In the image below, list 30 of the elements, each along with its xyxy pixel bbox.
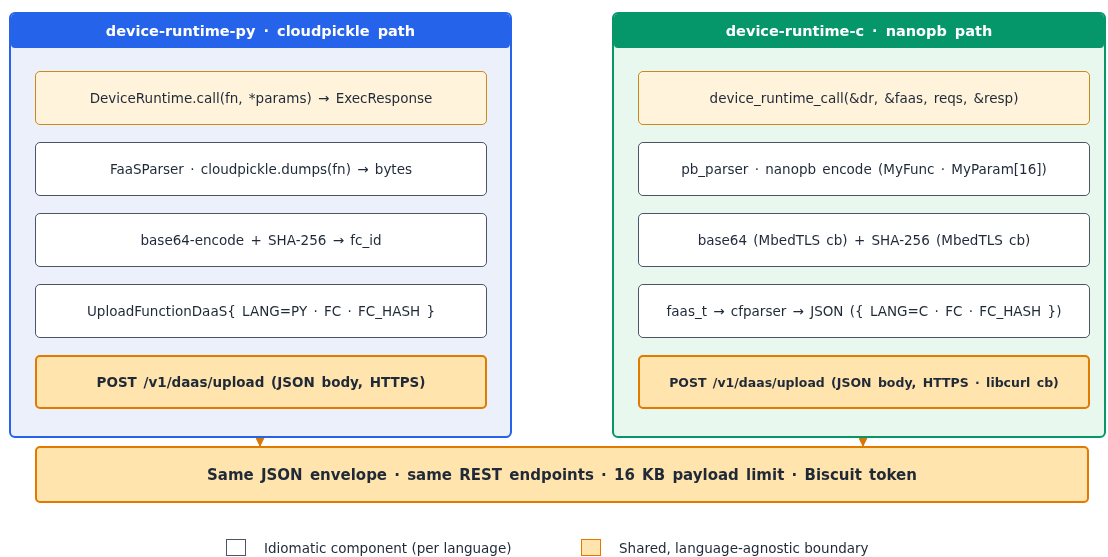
component-box [35,142,487,196]
box-text: FaaSParser · cloudpickle.dumps(fn) → bytes [109,161,412,177]
box-text: POST /v1/daas/upload (JSON body, HTTPS) [96,374,426,390]
panel-header: device-runtime-py · cloudpickle path [11,14,510,48]
language-panel [9,12,512,438]
panel-header: device-runtime-c · nanopb path [614,14,1104,48]
box-text: Same JSON envelope · same REST endpoints · 16 KB payload limit · Biscuit token [207,465,917,484]
box-text: DeviceRuntime.call(fn, *params) → ExecResponse [89,90,433,106]
component-box [638,142,1090,196]
component-box [638,284,1090,338]
language-panel [612,12,1106,438]
box-text: UploadFunctionDaaS{ LANG=PY · FC · FC_HASH } [87,303,435,319]
boundary-box [638,355,1090,409]
component-box [35,213,487,267]
box-text: device_runtime_call(&dr, &faas, reqs, &resp) [709,90,1019,106]
box-text: faas_t → cfparser → JSON ({ LANG=C · FC · FC_HASH }) [666,303,1062,319]
box-text: base64-encode + SHA-256 → fc_id [140,232,382,248]
legend-text: Shared, language-agnostic boundary [619,539,869,556]
arrow [255,437,265,447]
legend-text: Idiomatic component (per language) [264,539,512,556]
entry-box [35,71,487,125]
boundary-box [35,355,487,409]
component-box [638,213,1090,267]
entry-box [638,71,1090,125]
box-text: pb_parser · nanopb encode (MyFunc · MyParam[16]) [681,161,1047,177]
box-text: POST /v1/daas/upload (JSON body, HTTPS · libcurl cb) [669,374,1059,390]
box-text: base64 (MbedTLS cb) + SHA-256 (MbedTLS cb) [697,232,1031,248]
component-box [35,284,487,338]
boundary-box [35,446,1089,503]
arrow [858,437,868,447]
